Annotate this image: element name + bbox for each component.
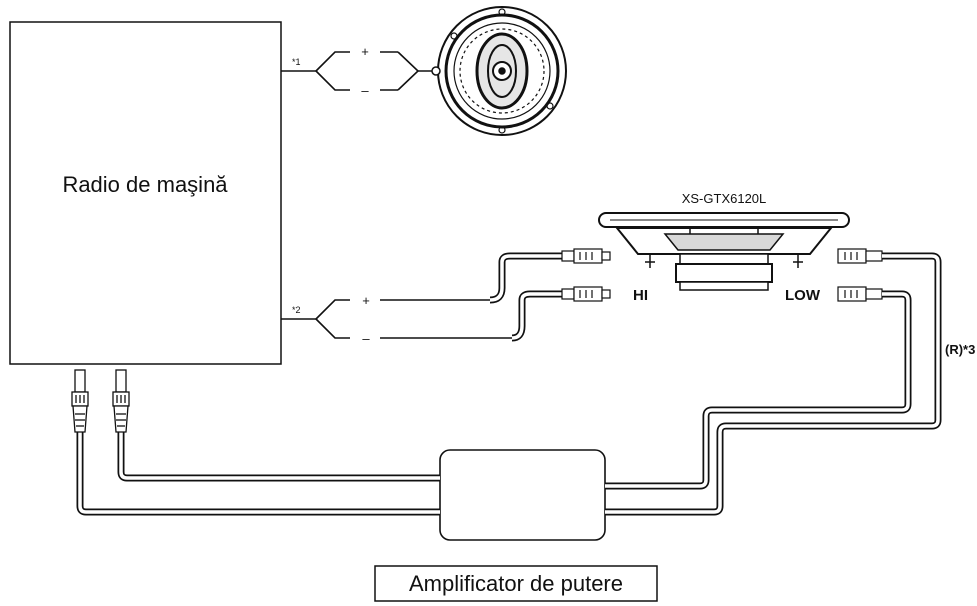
amplifier-label-box: [374, 565, 658, 602]
oval-speaker-icon: [598, 212, 850, 291]
hi-wiring: [281, 299, 512, 339]
round-speaker-icon: [431, 6, 567, 136]
rca-plug-left: [71, 369, 89, 433]
head-unit-box: [9, 21, 282, 365]
head-unit-label: Radio de maşină: [62, 172, 228, 197]
footnote-3: (R)*3: [945, 342, 975, 357]
top-speaker-wiring: [281, 51, 436, 91]
hi-connector-plus: [561, 248, 611, 264]
low-connector-plus: [837, 248, 883, 264]
top-minus-label: –: [361, 83, 369, 98]
footnote-2: *2: [292, 305, 301, 315]
top-plus-label: +: [361, 44, 369, 59]
hi-connector-minus: [561, 286, 611, 302]
low-cables: [605, 252, 942, 516]
speaker-model-label: XS-GTX6120L: [682, 191, 767, 206]
amplifier-box: [439, 449, 606, 541]
bottom-minus-label: –: [362, 331, 370, 346]
rca-cables: [76, 432, 440, 516]
bottom-plus-label: +: [362, 293, 370, 308]
rca-plug-right: [112, 369, 130, 433]
amplifier-label: Amplificator de putere: [409, 571, 623, 596]
hi-cables: [489, 252, 562, 342]
low-connector-minus: [837, 286, 883, 302]
footnote-1: *1: [292, 57, 301, 67]
low-terminal-label: LOW: [785, 287, 821, 304]
hi-terminal-label: HI: [633, 287, 648, 304]
